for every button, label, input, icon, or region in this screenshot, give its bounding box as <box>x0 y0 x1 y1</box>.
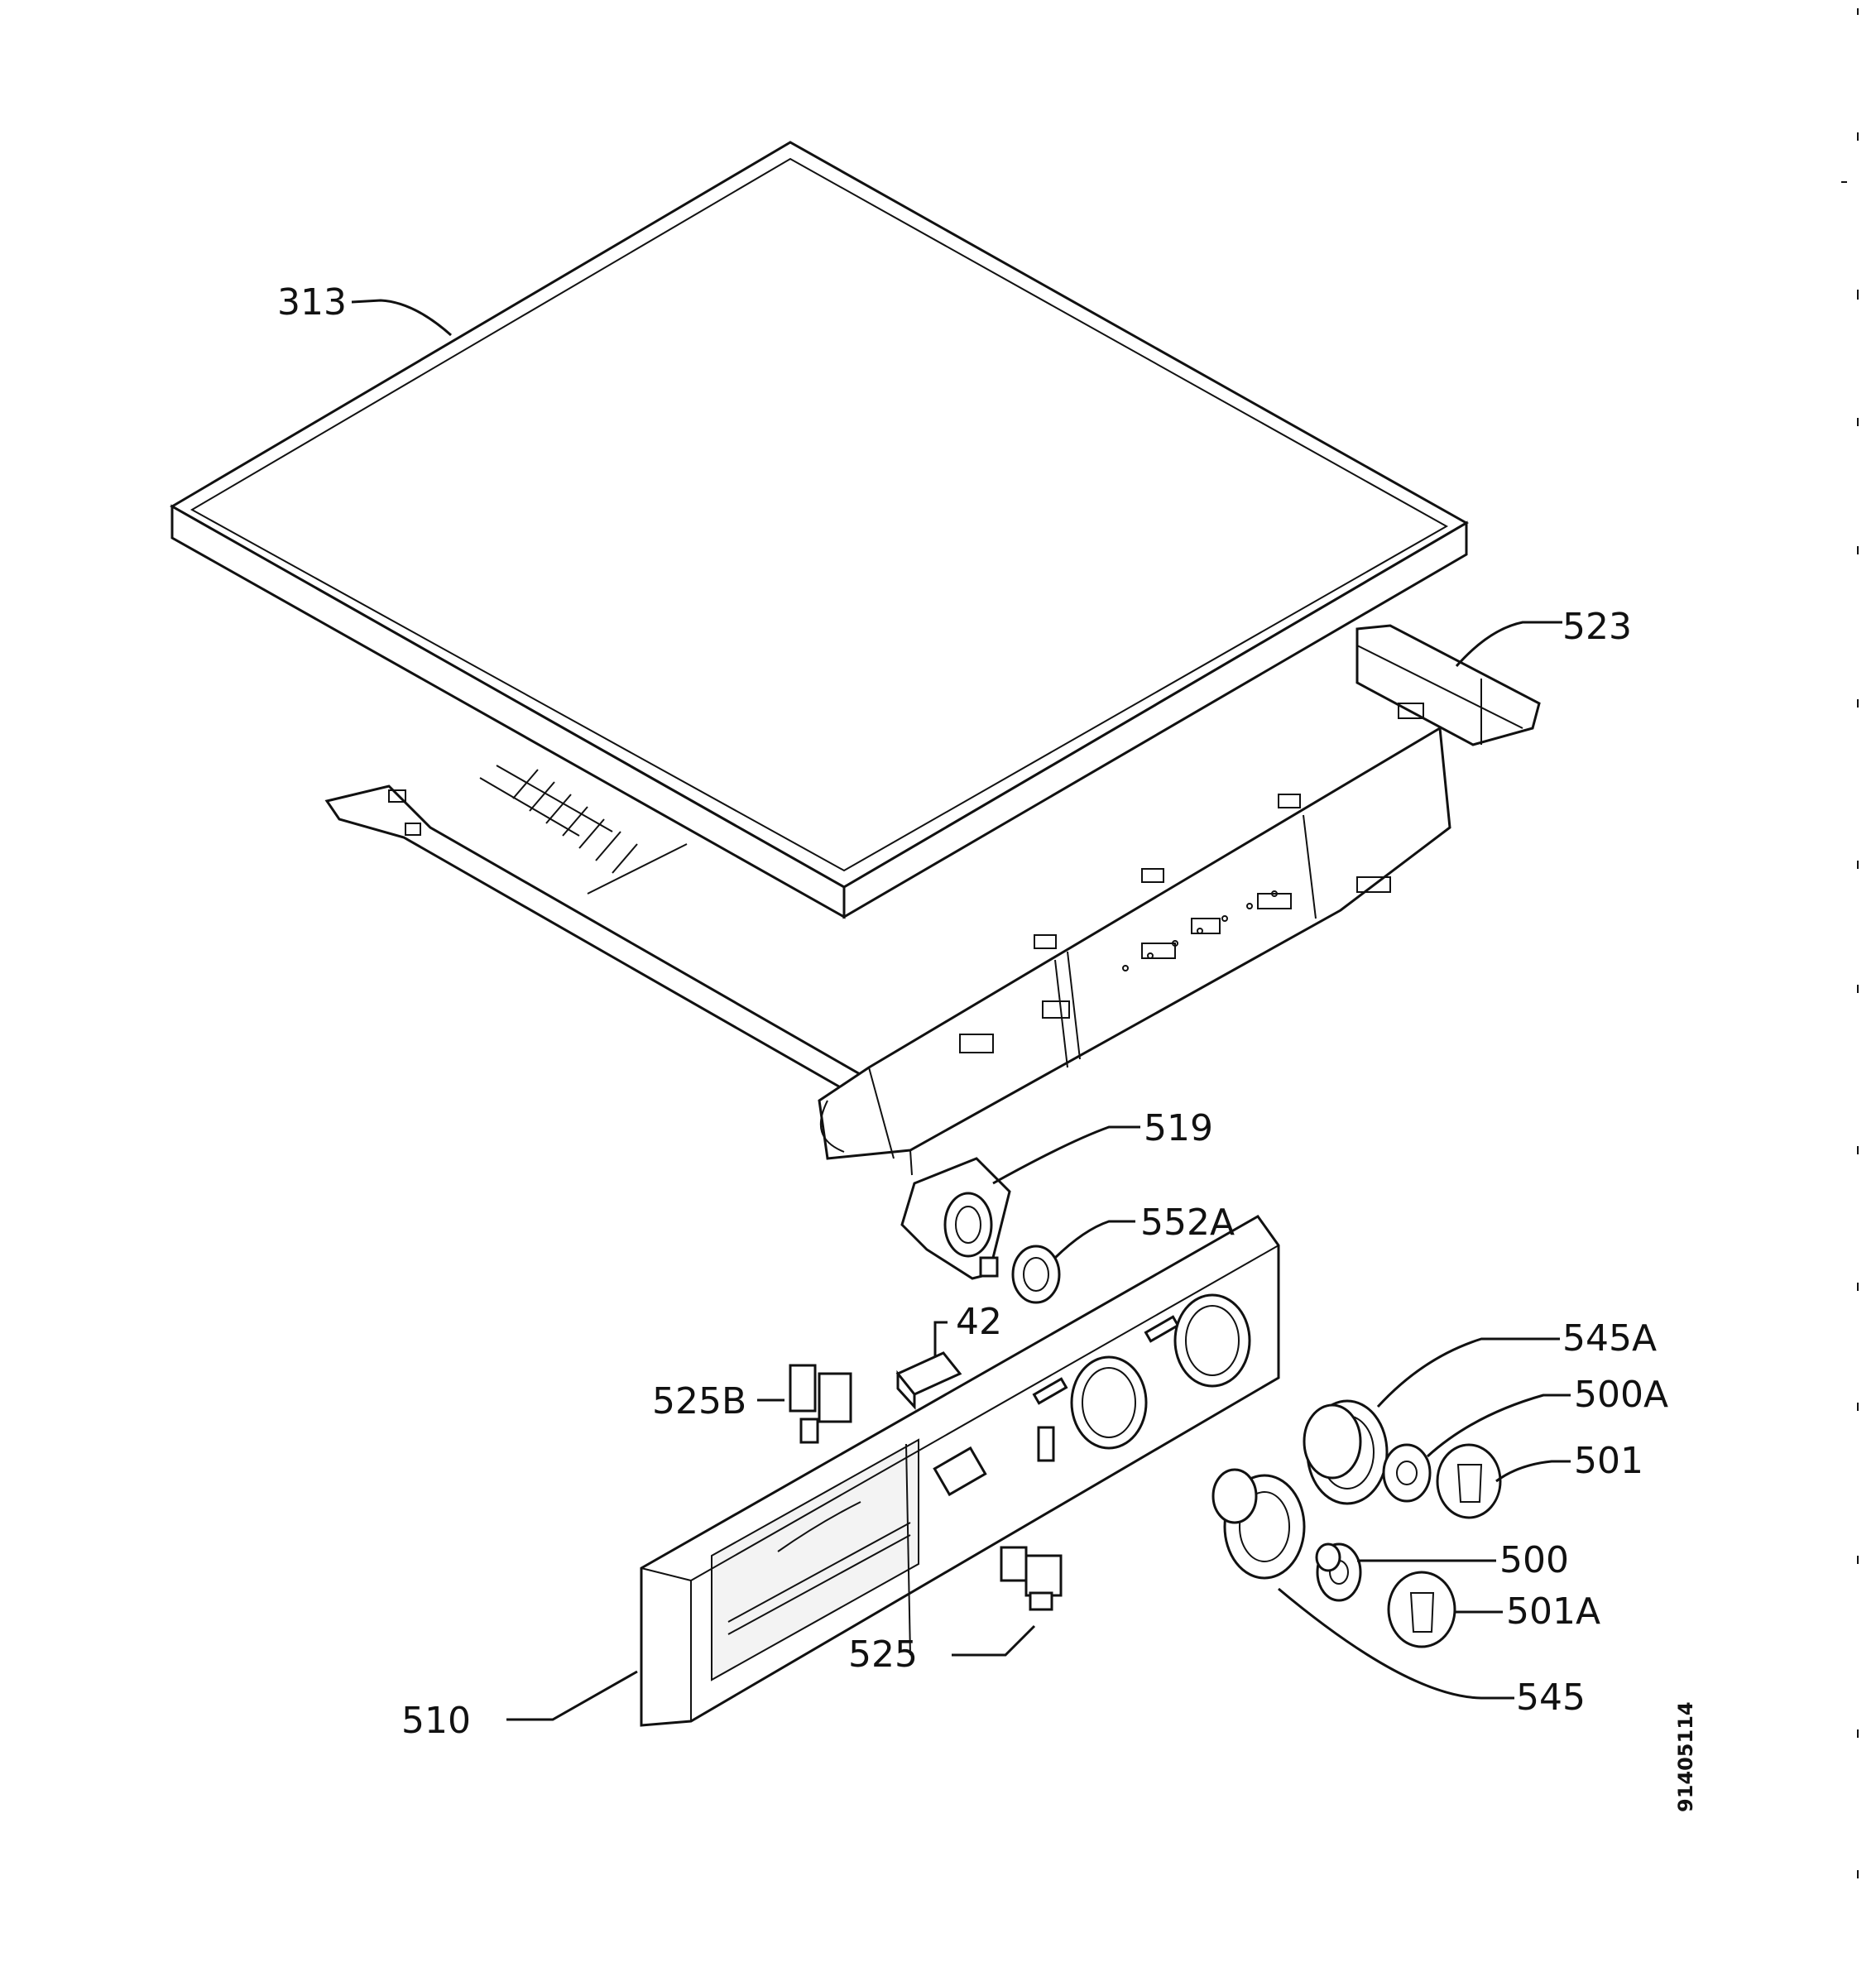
part-500A-spindle <box>1382 1443 1432 1503</box>
part-510-control-panel <box>640 1215 1280 1727</box>
scan-edge-marks <box>1841 8 1859 1878</box>
part-42-connector <box>895 1351 962 1410</box>
part-545A-washer <box>1303 1399 1389 1505</box>
label-545: 545 <box>1516 1677 1586 1719</box>
label-501: 501 <box>1574 1440 1643 1482</box>
part-545-washer <box>1211 1468 1306 1580</box>
label-552A: 552A <box>1140 1202 1235 1244</box>
part-523-frame <box>324 624 1541 1176</box>
label-510: 510 <box>401 1700 471 1742</box>
part-525B-switch <box>789 1364 852 1444</box>
part-500-spindle <box>1315 1542 1362 1602</box>
part-labels: 313 523 519 552A 42 525B 545A 500A 501 5… <box>277 281 1668 1742</box>
label-500A: 500A <box>1574 1374 1668 1416</box>
part-501A-knob <box>1387 1571 1456 1648</box>
part-552A-ring <box>1011 1245 1061 1304</box>
part-501-knob <box>1436 1443 1502 1519</box>
document-id: 91405114 <box>1674 1701 1697 1812</box>
label-545A: 545A <box>1562 1317 1657 1360</box>
part-519-bracket <box>900 1157 1011 1280</box>
label-519: 519 <box>1144 1107 1213 1149</box>
label-313: 313 <box>277 281 347 324</box>
label-42: 42 <box>956 1301 1002 1343</box>
label-523: 523 <box>1562 606 1632 648</box>
label-500: 500 <box>1499 1539 1569 1581</box>
label-525B: 525B <box>652 1380 746 1422</box>
part-525-switch <box>1000 1546 1063 1611</box>
part-313-top-cover <box>170 141 1470 919</box>
label-525: 525 <box>848 1633 918 1676</box>
label-501A: 501A <box>1506 1590 1600 1633</box>
leader-lines <box>351 299 1571 1721</box>
